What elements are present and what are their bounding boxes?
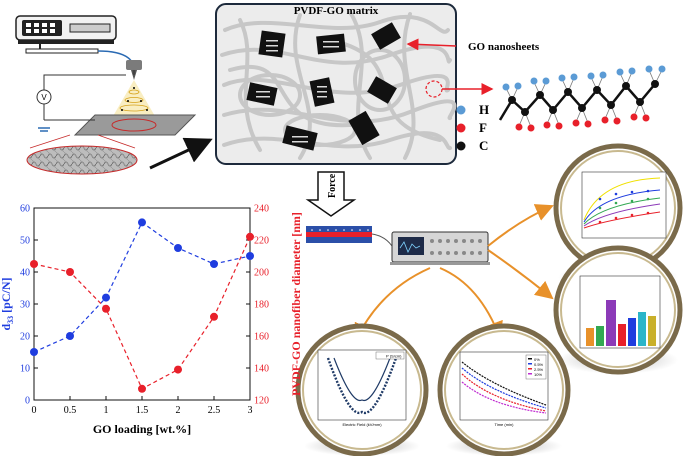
syringe-pump-icon — [15, 15, 117, 54]
data-point-diameter — [102, 304, 110, 313]
nanogenerator-device — [306, 226, 393, 247]
x-axis-label: GO loading [wt.%] — [93, 422, 191, 436]
y-left-tick-label: 50 — [20, 236, 30, 247]
y-left-tick-label: 30 — [20, 300, 30, 311]
y-right-tick-label: 180 — [254, 300, 269, 311]
x-tick-label: 3 — [248, 405, 253, 416]
sheet-texture — [256, 40, 339, 143]
force-arrow: Force — [305, 171, 357, 217]
hysteresis-xlabel: Electric Field (kV/mm) — [342, 422, 382, 427]
y-left-label-rest: [pC/N] — [0, 277, 13, 315]
go-nanosheets-label: GO nanosheets — [468, 41, 540, 53]
legend-f: F — [479, 120, 487, 135]
y-right-tick-label: 220 — [254, 236, 269, 247]
y-left-axis-label: d33 [pC/N] — [0, 277, 15, 330]
y-right-tick-label: 240 — [254, 204, 269, 215]
data-point-diameter — [30, 260, 38, 268]
y-right-tick-label: 140 — [254, 364, 269, 375]
x-tick-label: 1.5 — [136, 405, 149, 416]
pvdf-go-matrix-box: PVDF-GO matrix — [215, 3, 457, 165]
y-left-tick-label: 20 — [20, 332, 30, 343]
y-left-label-main: d — [0, 324, 13, 331]
y-right-tick-label: 200 — [254, 268, 269, 279]
data-point-d33 — [246, 252, 254, 260]
y-right-axis-label: PVDF-GO nanofiber diameter [nm] — [289, 212, 303, 396]
atom-legend: H F C — [456, 102, 489, 153]
y-left-tick-label: 60 — [20, 204, 30, 215]
y-right-tick-label: 160 — [254, 332, 269, 343]
matrix-title: PVDF-GO matrix — [294, 5, 379, 17]
x-tick-label: 0.5 — [64, 405, 77, 416]
data-point-d33 — [174, 244, 182, 252]
hysteresis-legend: P (S/cm) — [386, 354, 402, 359]
svg-text:V: V — [41, 93, 47, 102]
y-left-tick-label: 0 — [25, 396, 30, 407]
electrospinning-setup: V — [15, 15, 197, 175]
inset-bar-chart — [553, 245, 683, 375]
data-point-d33 — [30, 348, 38, 356]
x-tick-label: 0 — [32, 405, 37, 416]
legend-c: C — [479, 138, 488, 153]
x-tick-label: 2.5 — [208, 405, 221, 416]
data-point-d33 — [102, 293, 110, 302]
y-left-label-sub: 33 — [6, 316, 15, 324]
data-point-d33 — [210, 260, 218, 268]
x-tick-label: 2 — [176, 405, 181, 416]
decay-xlabel: Time (min) — [495, 422, 515, 427]
oscilloscope-icon — [390, 231, 490, 265]
pvdf-molecule — [498, 65, 666, 132]
decay-legend-3: 10% — [534, 372, 542, 377]
force-label: Force — [327, 173, 338, 198]
decay-legend-2: 2.5% — [534, 367, 544, 372]
y-right-tick-label: 120 — [254, 396, 269, 407]
decay-legend-1: 0.5% — [534, 362, 544, 367]
data-point-d33 — [138, 218, 146, 227]
plot-area — [33, 207, 251, 401]
x-tick-label: 1 — [104, 405, 109, 416]
data-point-diameter — [66, 268, 74, 276]
data-point-diameter — [246, 232, 254, 241]
y-left-tick-label: 40 — [20, 268, 30, 279]
data-point-diameter — [210, 312, 218, 321]
process-arrow — [149, 137, 213, 170]
legend-h: H — [479, 102, 489, 117]
inset-decay-curves: 0% 0.5% 2.5% 10% Time (min) — [437, 323, 571, 456]
data-point-d33 — [66, 332, 74, 340]
data-point-diameter — [174, 365, 182, 374]
inset-hysteresis: P (S/cm) Electric Field (kV/mm) — [295, 323, 429, 456]
data-point-diameter — [138, 384, 146, 393]
go-nanosheets — [246, 22, 401, 151]
decay-legend-0: 0% — [534, 357, 540, 362]
y-left-tick-label: 10 — [20, 364, 30, 375]
